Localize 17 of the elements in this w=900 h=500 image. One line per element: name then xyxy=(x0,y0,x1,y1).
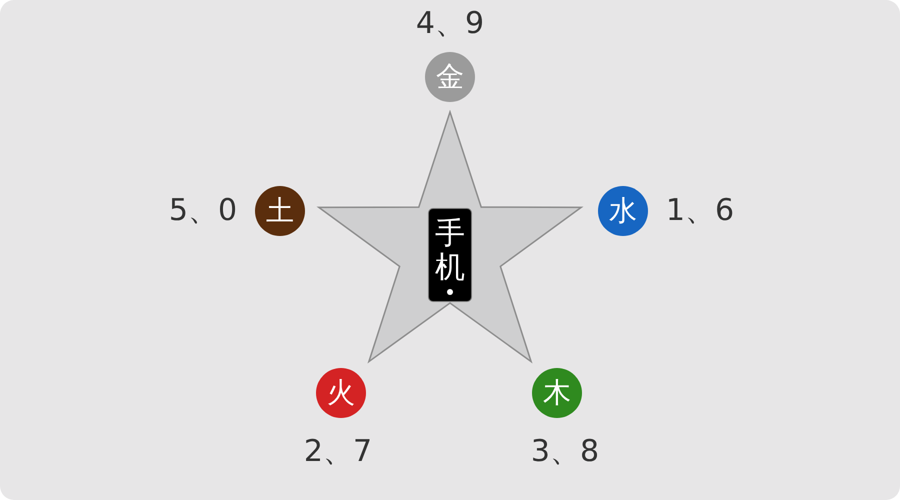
number-label: 5、0 xyxy=(168,196,238,226)
circle-label: 水 xyxy=(609,197,637,225)
number-label: 2、7 xyxy=(304,437,372,467)
phone-shape xyxy=(428,208,472,302)
circle-label: 火 xyxy=(327,379,355,407)
element-circle xyxy=(425,52,475,102)
circle-label: 金 xyxy=(436,63,464,91)
element-circle xyxy=(255,186,305,236)
circle-label: 土 xyxy=(266,197,294,225)
element-circle xyxy=(598,186,648,236)
element-circle xyxy=(316,368,366,418)
number-label: 1、6 xyxy=(666,196,734,226)
element-circle xyxy=(532,368,582,418)
circle-label: 木 xyxy=(543,379,571,407)
number-label: 4、9 xyxy=(416,9,484,39)
phone-label: 手机 xyxy=(434,217,466,285)
number-label: 3、8 xyxy=(530,437,600,467)
